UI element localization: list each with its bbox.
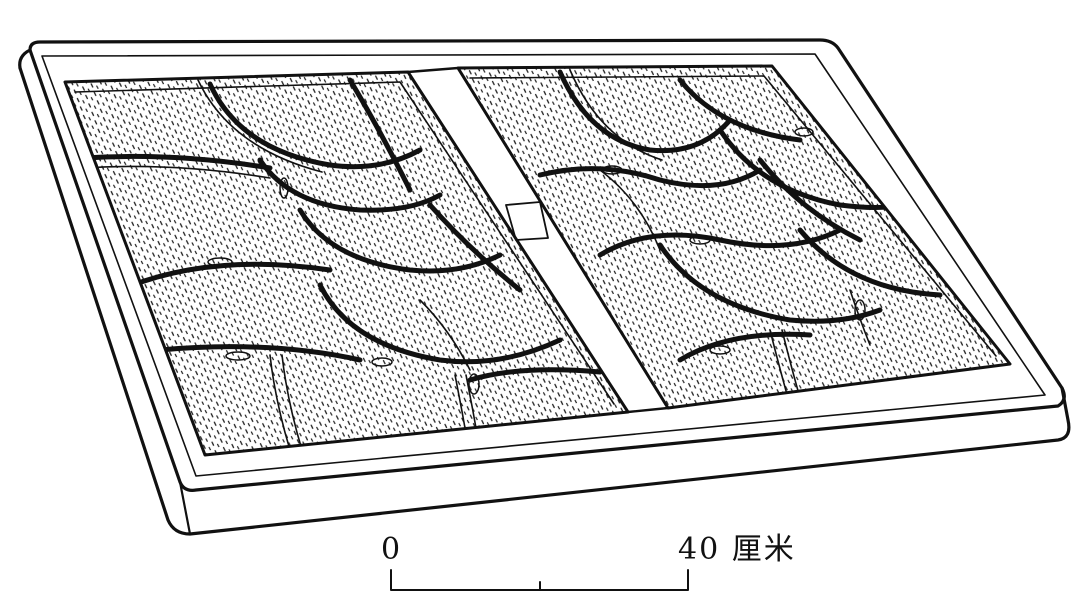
right-compartment	[456, 64, 1012, 410]
scale-end-label: 40 厘米	[678, 532, 796, 567]
scale-start-label: 0	[381, 532, 401, 567]
scale-bar	[390, 569, 689, 591]
slab-body	[18, 38, 1071, 536]
